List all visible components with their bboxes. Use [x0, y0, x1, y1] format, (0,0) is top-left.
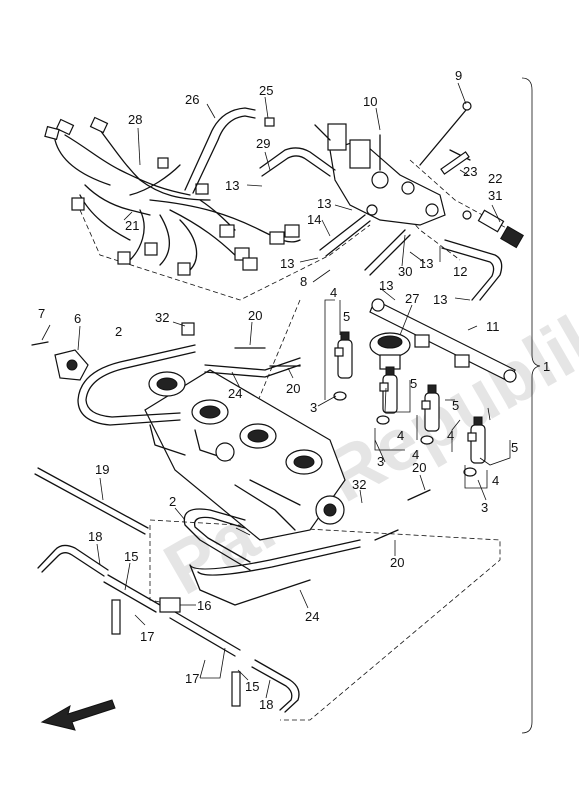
- callout-3c: 3: [481, 500, 488, 515]
- hose-2-lower: [183, 508, 251, 571]
- callout-20c: 20: [412, 460, 426, 475]
- callout-21: 21: [125, 218, 139, 233]
- callout-3a: 3: [310, 400, 317, 415]
- callout-4d: 4: [447, 428, 454, 443]
- hose-29: [259, 147, 336, 171]
- callout-20b: 20: [286, 381, 300, 396]
- callout-6: 6: [74, 311, 81, 326]
- callout-5d: 5: [511, 440, 518, 455]
- callout-18a: 18: [88, 529, 102, 544]
- callout-9: 9: [455, 68, 462, 83]
- throttle-body-assembly: [144, 369, 346, 541]
- callout-29: 29: [256, 136, 270, 151]
- callout-labels: 9 25 26 10 28 29 23 22 13 31 13 21 14 13…: [38, 68, 550, 712]
- hose-24-lower: [189, 539, 361, 606]
- hose-2-upper: [77, 344, 196, 426]
- callout-16: 16: [197, 598, 211, 613]
- callout-13c: 13: [280, 256, 294, 271]
- joint-parts: [103, 574, 241, 707]
- bolt-7: [31, 341, 49, 346]
- callout-14: 14: [307, 212, 321, 227]
- bolt-20d: [374, 529, 399, 541]
- hose-24: [204, 357, 301, 371]
- callout-13a: 13: [225, 178, 239, 193]
- callout-28: 28: [128, 112, 142, 127]
- hose-26: [184, 107, 256, 191]
- clip-25: [264, 117, 275, 127]
- callout-26: 26: [185, 92, 199, 107]
- front-arrow-icon: [40, 699, 116, 731]
- callout-10: 10: [363, 94, 377, 109]
- pressure-regulator-27: [369, 332, 411, 370]
- fuel-rail: [369, 298, 517, 383]
- hose-19: [37, 467, 149, 529]
- injectors: [333, 331, 486, 477]
- callout-31: 31: [488, 188, 502, 203]
- callout-13e: 13: [379, 278, 393, 293]
- callout-4c: 4: [412, 447, 419, 462]
- callout-1: 1: [543, 359, 550, 374]
- sensor-6: [54, 349, 89, 381]
- bolt-20c: [407, 489, 431, 501]
- callout-4b: 4: [397, 428, 404, 443]
- callout-5c: 5: [452, 398, 459, 413]
- callout-22: 22: [488, 171, 502, 186]
- wire-harness: [44, 116, 301, 276]
- callout-27: 27: [405, 291, 419, 306]
- regulator-31: [462, 209, 524, 249]
- callout-8: 8: [300, 274, 307, 289]
- callout-2a: 2: [115, 324, 122, 339]
- callout-15b: 15: [245, 679, 259, 694]
- callout-17b: 17: [185, 671, 199, 686]
- callout-17a: 17: [140, 629, 154, 644]
- callout-4a: 4: [330, 285, 337, 300]
- callout-25: 25: [259, 83, 273, 98]
- callout-18b: 18: [259, 697, 273, 712]
- callout-24a: 24: [228, 386, 242, 401]
- callout-12: 12: [453, 264, 467, 279]
- callout-13b: 13: [317, 196, 331, 211]
- callout-19: 19: [95, 462, 109, 477]
- bracket-assembly: [314, 101, 472, 226]
- callout-13d: 13: [419, 256, 433, 271]
- hose-18-lower: [254, 659, 300, 713]
- callout-24b: 24: [305, 609, 319, 624]
- leader-lines: [41, 82, 511, 699]
- callout-30: 30: [398, 264, 412, 279]
- callout-5a: 5: [343, 309, 350, 324]
- clip-32: [181, 322, 195, 336]
- callout-32a: 32: [155, 310, 169, 325]
- callout-15a: 15: [124, 549, 138, 564]
- callout-7: 7: [38, 306, 45, 321]
- callout-13f: 13: [433, 292, 447, 307]
- callout-20d: 20: [390, 555, 404, 570]
- callout-23: 23: [463, 164, 477, 179]
- callout-11: 11: [486, 319, 500, 334]
- hose-18-upper: [37, 544, 109, 571]
- callout-4e: 4: [492, 473, 499, 488]
- callout-32b: 32: [352, 477, 366, 492]
- callout-20a: 20: [248, 308, 262, 323]
- callout-3b: 3: [377, 454, 384, 469]
- callout-2b: 2: [169, 494, 176, 509]
- hose-12: [444, 239, 503, 301]
- assembly-bracket: [521, 77, 541, 734]
- callout-5b: 5: [410, 376, 417, 391]
- hose-30: [364, 229, 406, 271]
- hose-14: [319, 214, 366, 251]
